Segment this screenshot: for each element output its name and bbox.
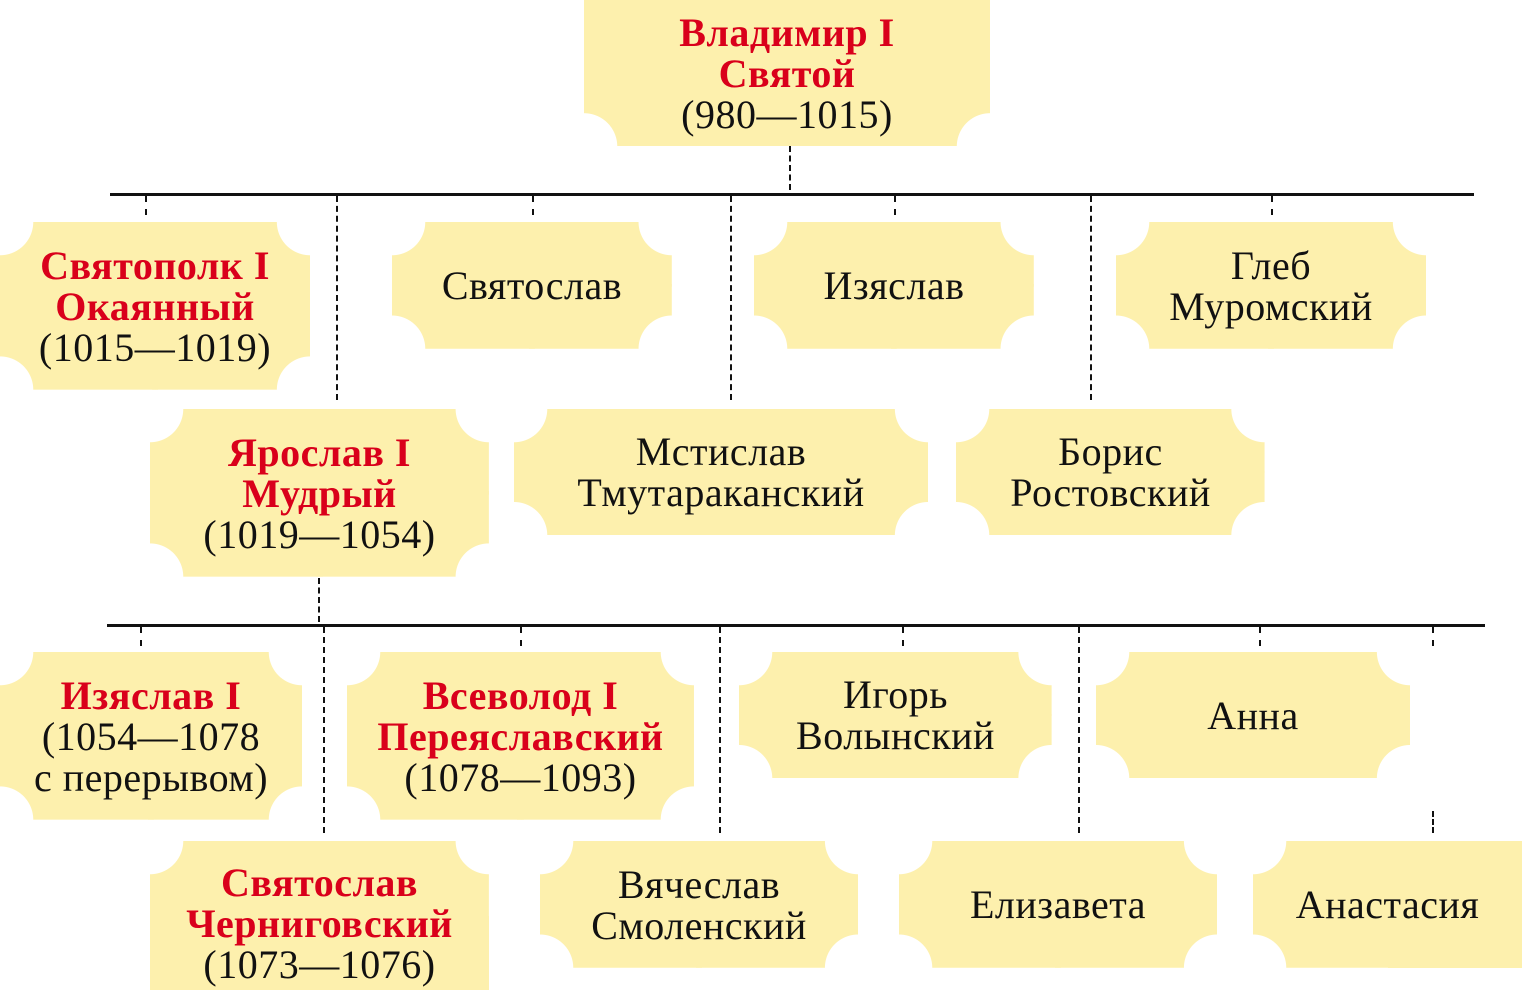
person-box-izyaslav: Изяслав: [754, 222, 1034, 349]
connector-dashed: [318, 578, 320, 622]
ruler-name-line: Черниговский: [186, 901, 453, 946]
connector-dashed: [1090, 196, 1092, 400]
person-text-line: Елизавета: [970, 882, 1146, 927]
generation-line: [107, 624, 1485, 627]
ruler-name-line: Владимир I: [679, 9, 895, 55]
person-text-line: Святослав: [441, 263, 623, 308]
person-text-line: Смоленский: [591, 902, 807, 948]
person-text-line: Борис: [1058, 429, 1163, 474]
person-text-line: (1015—1019): [38, 324, 272, 370]
ruler-name-line: Всеволод I: [422, 672, 619, 718]
connector-dashed: [730, 196, 732, 400]
person-text-line: Анастасия: [1295, 882, 1480, 927]
ruler-name-line: Изяслав I: [60, 672, 242, 718]
connector-dashed: [323, 627, 325, 833]
person-text-line: Муромский: [1169, 283, 1373, 329]
connector-dashed: [1078, 627, 1080, 833]
person-text-line: (1073—1076): [203, 942, 436, 987]
person-box-anastasia: Анастасия: [1253, 841, 1522, 968]
connector-dashed: [140, 627, 142, 646]
person-box-anna: Анна: [1096, 652, 1410, 778]
ruler-name-line: Окаянный: [55, 283, 255, 329]
person-text-line: Изяслав: [823, 263, 965, 308]
connector-dashed: [1432, 811, 1434, 833]
connector-dashed: [894, 196, 896, 215]
person-box-elizaveta: Елизавета: [899, 841, 1217, 968]
ruler-name-line: Ярослав I: [228, 429, 411, 475]
connector-dashed: [1259, 627, 1261, 646]
person-text-line: с перерывом): [33, 754, 269, 800]
person-text-line: Тмутараканский: [577, 470, 865, 515]
connector-dashed: [1432, 627, 1434, 646]
ruler-name-line: Переяславский: [377, 713, 664, 759]
generation-line: [110, 193, 1474, 196]
person-text-line: Анна: [1207, 692, 1299, 738]
connector-dashed: [145, 196, 147, 215]
ruler-name-line: Святополк I: [40, 242, 270, 288]
person-box-svyatoslav: Святослав: [392, 222, 672, 349]
connector-dashed: [336, 196, 338, 400]
person-text-line: Вячеслав: [617, 861, 781, 907]
connector-dashed: [520, 627, 522, 646]
connector-dashed: [532, 196, 534, 215]
connector-dashed: [789, 146, 791, 190]
person-text-line: (1019—1054): [203, 511, 436, 557]
person-text-line: Мстислав: [635, 429, 807, 474]
person-text-line: (1054—1078: [41, 713, 261, 759]
ruler-name-line: Мудрый: [242, 470, 397, 516]
connector-dashed: [719, 627, 721, 833]
person-text-line: (1078—1093): [404, 754, 637, 800]
person-text-line: Глеб: [1230, 242, 1312, 288]
connector-dashed: [902, 627, 904, 646]
ruler-name-line: Святой: [718, 50, 856, 96]
connector-dashed: [1271, 196, 1273, 215]
person-text-line: Волынский: [796, 713, 995, 758]
person-text-line: (980—1015): [681, 91, 893, 137]
person-text-line: Игорь: [842, 672, 949, 717]
ruler-name-line: Святослав: [220, 860, 419, 905]
person-text-line: Ростовский: [1010, 470, 1211, 515]
